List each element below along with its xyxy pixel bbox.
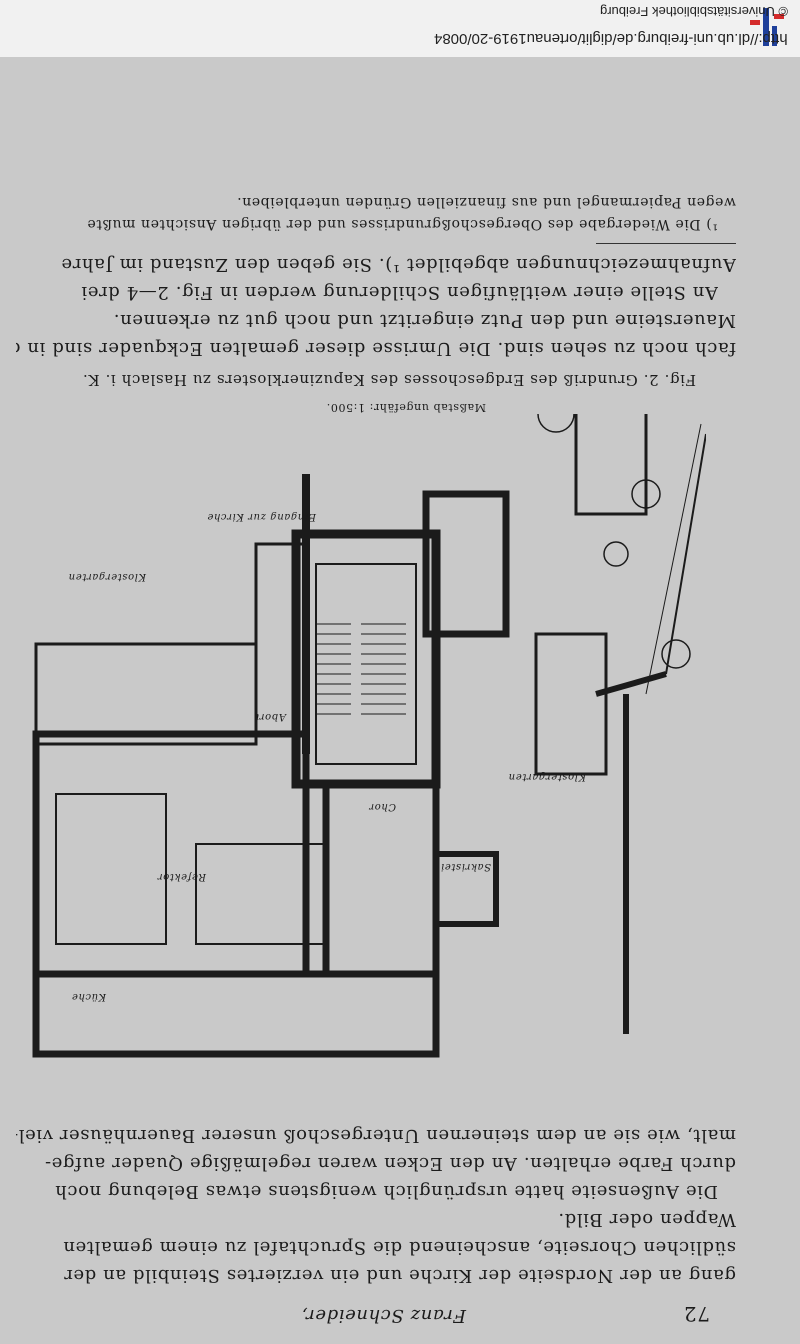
figure-caption: Fig. 2. Grundriß des Erdgeschosses des K… [82,371,696,389]
text-line: durch Farbe erhalten. An den Ecken waren… [44,1153,736,1174]
page-number: 72 [683,1302,710,1326]
text-line: Die Außenseite hatte ursprünglich wenigs… [54,1181,718,1202]
plan-label: Klostergarten [508,771,587,782]
plan-wall [34,642,258,746]
plan-label: Küche [71,991,107,1002]
text-line: Aufnahmezeichnungen abgebildet ¹). Sie g… [60,254,736,275]
source-url-link[interactable]: http://dl.ub.uni-freiburg.de/diglit/orte… [434,30,788,47]
text-line: Wappen oder Bild. [557,1209,736,1230]
plan-label: Abort [254,711,287,722]
plan-wall [322,780,440,978]
sacristy-wall [433,851,499,927]
plan-wall [574,414,648,516]
plan-label: Sakristei [440,861,491,872]
plan-label: Refektor [157,871,207,882]
plan-wall [32,730,310,978]
plan-label: Chor [368,801,396,812]
footnote-divider [596,243,736,244]
ub-freiburg-logo-icon [750,8,784,46]
scanned-page: 72 Franz Schneider, gang an der Nordseit… [0,57,800,1344]
plan-label: Eingang zur Kirche [207,511,317,522]
scale-note: Maßstab ungefähr: 1:500. [326,401,486,414]
plan-label: Klostergarten [68,571,147,582]
text-line: Mauersteine und den Putz eingeritzt und … [113,310,736,331]
viewer-header: © Universitätsbibliothek Freiburg http:/… [0,0,800,58]
text-line: gang an der Nordseite der Kirche und ein… [63,1265,736,1286]
text-line: malt, wie sie an dem steinernen Unterges… [16,1125,736,1146]
copyright-text: © Universitätsbibliothek Freiburg [599,4,788,19]
floor-plan-figure: Klostergarten Klostergarten Refektor Küc… [32,414,706,1058]
running-header-author: Franz Schneider, [301,1305,466,1326]
text-line: An Stelle einer weitläufigen Schilderung… [80,282,718,303]
plan-wall [422,490,510,638]
church-wall [291,529,441,789]
text-line: südlichen Chorseite, anscheinend die Spr… [62,1237,736,1258]
footnote-line: wegen Papiermangel und aus finanziellen … [236,194,736,210]
plan-wall [32,970,440,1058]
footnote-line: ¹) Die Wiedergabe des Obergeschoßgrundri… [86,216,718,232]
page-content-rotated: 72 Franz Schneider, gang an der Nordseit… [0,57,800,1344]
text-line: fach noch zu sehen sind. Die Umrisse die… [16,338,736,359]
